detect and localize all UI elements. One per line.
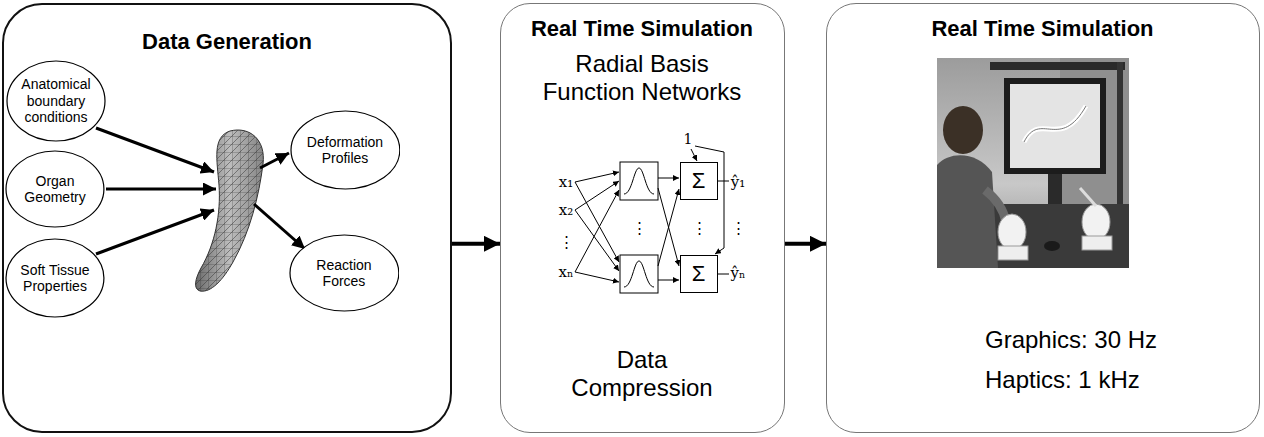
ellipsis-mark: ⋮ — [632, 220, 647, 237]
arrow-line — [260, 153, 289, 168]
photo-person-body — [937, 155, 998, 268]
rate-text: Haptics: 1 kHz — [985, 366, 1140, 394]
input-symbol: x₂ — [559, 202, 573, 219]
photo-person-head — [943, 106, 983, 154]
rbf-network — [575, 146, 729, 293]
input-symbol: xₙ — [559, 264, 574, 281]
output-symbol: ŷₙ — [731, 265, 746, 282]
arrow-line — [96, 210, 214, 254]
network-line — [575, 172, 619, 182]
network-line — [575, 181, 619, 210]
ellipsis-mark: ⋮ — [692, 220, 707, 237]
photo-haptic-device — [1082, 204, 1110, 240]
gaussian-curve — [624, 168, 654, 194]
network-line — [575, 182, 619, 262]
sum-box: Σ — [680, 162, 718, 200]
photo-screen — [1010, 84, 1100, 168]
ellipse-shape — [6, 151, 104, 227]
flow-arrow — [452, 242, 500, 246]
gaussian-box — [620, 255, 658, 293]
photo-person-arm — [985, 190, 1006, 222]
ellipse-label: Reaction Forces — [304, 257, 384, 290]
input-symbol: x₁ — [559, 174, 573, 191]
network-line — [575, 210, 619, 271]
simulator-photo — [937, 58, 1129, 268]
photo-screen-tool — [1024, 106, 1086, 142]
network-line — [658, 188, 679, 266]
ellipse-label: Soft Tissue Properties — [19, 262, 91, 295]
ellipse-shape — [291, 111, 400, 189]
stage-panel: Real Time SimulationRadial Basis Functio… — [500, 3, 785, 433]
input-ellipse: Anatomical boundary conditions — [6, 60, 106, 142]
output-line — [718, 274, 729, 275]
output-line — [718, 181, 729, 182]
flow-arrow — [785, 242, 826, 246]
photo-monitor — [1004, 78, 1106, 174]
stage-panel: Data GenerationAnatomical boundary condi… — [2, 3, 452, 433]
organ-mesh-lines — [196, 130, 264, 291]
photo-ground — [937, 58, 1129, 268]
output-ellipse: Reaction Forces — [289, 234, 400, 312]
ellipse-label: Organ Geometry — [19, 173, 91, 206]
bias-symbol: 1 — [684, 132, 693, 147]
organ-shape — [196, 130, 264, 291]
input-ellipse: Organ Geometry — [5, 150, 105, 228]
gaussian-curve — [624, 261, 654, 287]
network-line — [575, 190, 619, 272]
photo-stand — [1048, 174, 1062, 204]
arrow-line — [254, 204, 305, 249]
ellipsis-mark: ⋮ — [731, 220, 746, 237]
panel-title: Real Time Simulation — [501, 16, 783, 42]
network-line — [658, 280, 679, 281]
photo-post — [1117, 62, 1123, 207]
arrow-line — [96, 128, 214, 172]
input-arrows — [96, 128, 305, 254]
network-line — [658, 178, 679, 179]
ellipsis-mark: ⋮ — [559, 234, 574, 251]
panel-subtitle: Radial Basis Function Networks — [535, 50, 750, 106]
photo-screen-tool — [1024, 106, 1086, 142]
photo-haptic-base — [1082, 236, 1112, 250]
output-symbol: ŷ₁ — [731, 174, 746, 191]
sum-box: Σ — [680, 255, 718, 293]
ellipse-shape — [6, 239, 104, 317]
photo-haptic-device — [998, 214, 1026, 250]
photo-stylus — [1080, 188, 1096, 206]
sum-symbol: Σ — [692, 168, 706, 194]
photo-mouse — [1044, 241, 1060, 251]
panel-title: Real Time Simulation — [827, 16, 1258, 42]
organ-mesh — [196, 130, 264, 291]
network-line — [575, 272, 619, 282]
ellipse-shape — [290, 235, 399, 311]
output-ellipse: Deformation Profiles — [290, 110, 401, 190]
photo-haptic-base — [998, 246, 1028, 260]
ellipse-shape — [7, 61, 105, 141]
ellipse-label: Anatomical boundary conditions — [20, 76, 92, 125]
ellipse-label: Deformation Profiles — [305, 134, 385, 167]
panel-title: Data Generation — [4, 29, 450, 55]
sum-symbol: Σ — [692, 261, 706, 287]
gaussian-box — [620, 162, 658, 200]
rate-text: Graphics: 30 Hz — [985, 326, 1157, 354]
stage-panel: Real Time SimulationGraphics: 30 Hz Hapti… — [826, 3, 1260, 433]
panel-footer: Data Compression — [567, 346, 717, 402]
photo-boom — [990, 62, 1125, 70]
network-line — [658, 189, 679, 266]
arrow-line — [106, 188, 216, 191]
input-ellipse: Soft Tissue Properties — [5, 238, 105, 318]
bias-line — [691, 149, 697, 161]
